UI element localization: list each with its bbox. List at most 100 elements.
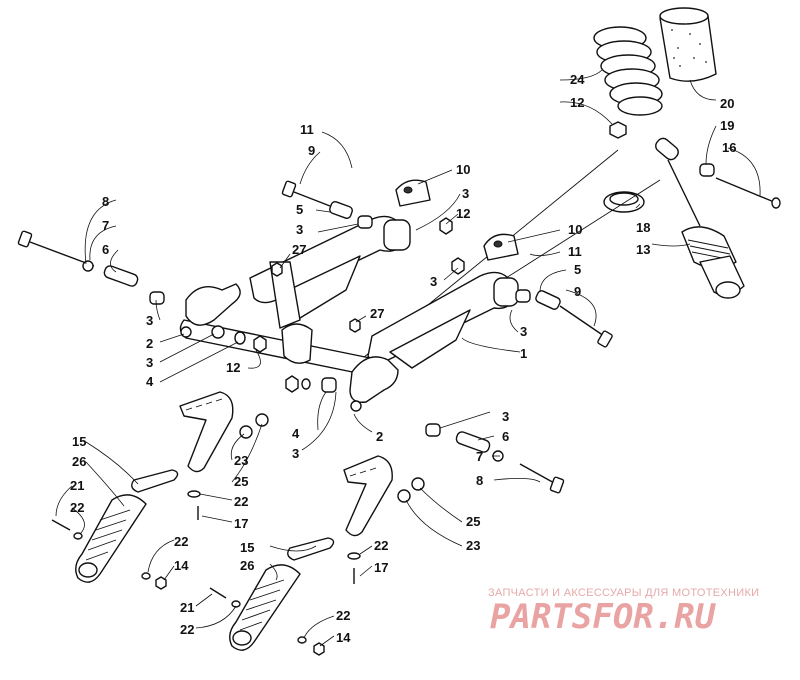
callout-22-d: 22: [374, 538, 388, 553]
callout-25-right: 25: [466, 514, 480, 529]
callout-3-f: 3: [520, 324, 527, 339]
shackle-right: [349, 356, 399, 412]
washer-7-upper: [82, 260, 94, 272]
spring-retainer-cup: [603, 191, 645, 213]
footrest-bracket-left: [179, 391, 234, 473]
callout-3-d: 3: [462, 186, 469, 201]
callout-labels: 1 2 2 3 3 3 3 3 3 3 3 4 4 5 5 6 6 7 7 8 …: [70, 72, 736, 645]
callout-7-upper: 7: [102, 218, 109, 233]
callout-4-left: 4: [146, 374, 154, 389]
callout-22-a: 22: [70, 500, 84, 515]
callout-22-e: 22: [180, 622, 194, 637]
callout-2-right: 2: [376, 429, 383, 444]
washer-4-left: [234, 331, 246, 345]
callout-15-left: 15: [72, 434, 86, 449]
bolt-8-upper: [17, 230, 95, 267]
callout-21-right: 21: [180, 600, 194, 615]
bushing-3-a: [149, 291, 165, 305]
callout-1: 1: [520, 346, 527, 361]
callout-3-c: 3: [296, 222, 303, 237]
bolt-21-left: [51, 519, 71, 531]
bushing-25-right: [411, 477, 425, 491]
callout-10-upper: 10: [456, 162, 470, 177]
callout-6-lower: 6: [502, 429, 509, 444]
callout-27-lower: 27: [370, 306, 384, 321]
washer-22-e: [141, 572, 151, 580]
callout-2-left: 2: [146, 336, 153, 351]
callout-10-lower: 10: [568, 222, 582, 237]
callout-14-right: 14: [336, 630, 351, 645]
callout-4-center: 4: [292, 426, 300, 441]
washer-22-f: [297, 636, 307, 644]
bolt-8-lower: [519, 463, 565, 494]
bushing-19: [699, 163, 715, 177]
callout-8-upper: 8: [102, 194, 109, 209]
washer-22-a: [187, 490, 201, 498]
callout-8-lower: 8: [476, 473, 483, 488]
u-bolt-15-left: [131, 469, 179, 493]
callout-22-f: 22: [336, 608, 350, 623]
callout-12-upper: 12: [456, 206, 470, 221]
callout-12-top: 12: [570, 95, 584, 110]
bushing-3-c: [357, 215, 373, 229]
bushing-3-f: [321, 377, 337, 393]
bolt-9-lower: [559, 305, 613, 348]
nut-3-upper: [451, 257, 465, 275]
footrest-bracket-right: [343, 455, 393, 537]
washer-23-right: [397, 489, 411, 503]
callout-16: 16: [722, 140, 736, 155]
washer-4-center: [301, 378, 311, 390]
callout-11-lower: 11: [568, 244, 582, 259]
sleeve-5-upper: [329, 201, 353, 219]
callout-5-upper: 5: [296, 202, 303, 217]
callout-15-right: 15: [240, 540, 254, 555]
watermark-tagline: ЗАПЧАСТИ И АКСЕССУАРЫ ДЛЯ МОТОТЕХНИКИ: [488, 587, 759, 599]
watermark-brand: PARTSFOR.RU: [490, 597, 717, 637]
callout-17-right: 17: [374, 560, 388, 575]
leader-lines: [55, 69, 761, 647]
callout-20: 20: [720, 96, 734, 111]
callout-24: 24: [570, 72, 585, 87]
nut-14-right: [313, 642, 325, 656]
callout-3-e: 3: [430, 274, 437, 289]
bushing-3-b: [425, 423, 441, 437]
footrest-26-left: [75, 494, 147, 583]
nut-27-lower: [349, 318, 361, 333]
bump-stop-boot: [659, 7, 717, 82]
nut-27-upper: [271, 262, 283, 277]
callout-11-upper: 11: [300, 122, 314, 137]
callout-14-left: 14: [174, 558, 189, 573]
shackle-left: [180, 283, 241, 338]
callout-26-right: 26: [240, 558, 254, 573]
bolt-21-right: [209, 587, 227, 599]
nut-12-top: [609, 121, 627, 139]
spacer-6-upper: [103, 265, 139, 287]
callout-23-right: 23: [466, 538, 480, 553]
callout-21-left: 21: [70, 478, 84, 493]
nut-12-center: [285, 375, 299, 393]
callout-9-lower: 9: [574, 284, 581, 299]
bolt-9-upper: [281, 180, 331, 207]
callout-19: 19: [720, 118, 734, 133]
callout-23-left: 23: [234, 453, 248, 468]
callout-22-b: 22: [174, 534, 188, 549]
callout-22-c: 22: [234, 494, 248, 509]
callout-6-upper: 6: [102, 242, 109, 257]
spring: [593, 26, 663, 116]
callout-26-left: 26: [72, 454, 86, 469]
callout-5-lower: 5: [574, 262, 581, 277]
bushing-3-d: [515, 289, 531, 303]
callout-3-a: 3: [146, 313, 153, 328]
bushing-3-e: [211, 325, 225, 339]
bushing-25-left: [255, 413, 269, 427]
lower-a-arm: [367, 271, 519, 369]
callout-3-b: 3: [146, 355, 153, 370]
callout-27-upper: 27: [292, 242, 306, 257]
cross-shaft: [179, 261, 378, 377]
callout-7-lower: 7: [476, 449, 483, 464]
callout-9-upper: 9: [308, 143, 315, 158]
callout-13: 13: [636, 242, 650, 257]
spacer-6-lower: [455, 431, 491, 453]
washer-22-d: [231, 600, 241, 608]
